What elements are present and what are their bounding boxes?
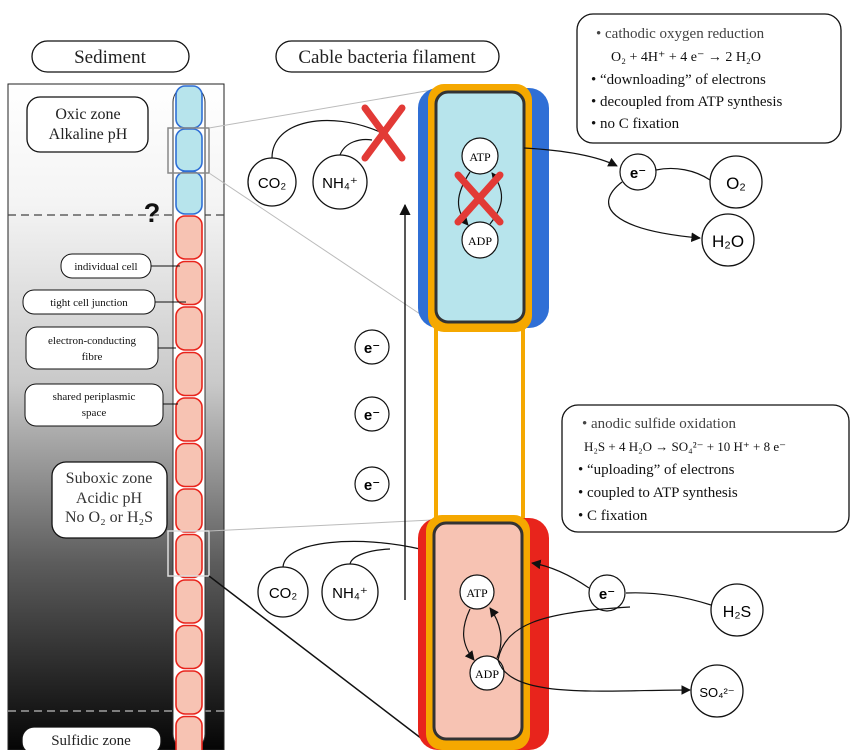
suboxic-filament-cell <box>175 624 203 670</box>
svg-text:Sulfidic zone: Sulfidic zone <box>51 733 131 749</box>
co2-molecule-bottom: CO₂ <box>257 566 309 618</box>
svg-text:Sediment: Sediment <box>74 47 146 68</box>
suboxic-filament-cell <box>175 397 203 442</box>
co2-molecule-top: CO₂ <box>247 157 297 207</box>
oxic-zone-label: Oxic zone Alkaline pH <box>26 96 149 153</box>
atp-top: ATP <box>461 137 499 175</box>
svg-text:ADP: ADP <box>475 667 499 681</box>
filament-header: Cable bacteria filament <box>275 40 500 73</box>
label-shared-periplasmic-space: shared periplasmic space <box>24 383 164 427</box>
suboxic-filament-cell <box>175 670 203 715</box>
svg-text:fibre: fibre <box>82 351 103 363</box>
nh4-molecule-bottom: NH₄⁺ <box>321 563 379 621</box>
svg-text:• cathodic oxygen reduction: • cathodic oxygen reduction <box>596 26 765 42</box>
nh4-molecule-top: NH₄⁺ <box>312 154 368 210</box>
suboxic-cell-zoom <box>418 515 549 750</box>
conductor-link <box>434 313 525 527</box>
blocked-atp-cross <box>454 171 504 226</box>
svg-text:space: space <box>82 407 107 419</box>
svg-text:H₂O: H₂O <box>712 232 744 251</box>
atp-bottom: ATP <box>459 574 495 610</box>
svg-text:Oxic zone: Oxic zone <box>55 106 120 123</box>
svg-text:H₂S: H₂S <box>723 604 751 621</box>
svg-text:No O₂ or H₂S: No O₂ or H₂S <box>65 509 153 526</box>
so4-molecule: SO₄²⁻ <box>690 664 744 718</box>
electron-bottom: e⁻ <box>588 574 626 612</box>
svg-text:• C fixation: • C fixation <box>578 508 648 524</box>
svg-text:e⁻: e⁻ <box>364 340 380 357</box>
o2-molecule: O₂ <box>709 155 763 209</box>
electron-top: e⁻ <box>619 153 657 191</box>
svg-text:ATP: ATP <box>466 586 488 600</box>
svg-text:ATP: ATP <box>469 150 491 164</box>
cathodic-info-box: • cathodic oxygen reduction O₂ + 4H⁺ + 4… <box>576 13 842 144</box>
label-individual-cell: individual cell <box>60 253 152 279</box>
suboxic-filament-cell <box>175 351 203 397</box>
sediment-header: Sediment <box>31 40 190 73</box>
suboxic-filament-cell <box>175 215 203 260</box>
suboxic-filament-cell <box>175 306 203 351</box>
oxic-filament-cell <box>175 171 203 215</box>
svg-text:Alkaline pH: Alkaline pH <box>49 126 128 143</box>
zoom-box-oxic <box>167 127 210 174</box>
oxic-cell-zoom <box>418 84 549 332</box>
suboxic-filament-cell <box>175 260 203 306</box>
svg-text:H₂S + 4 H₂O → SO₄²⁻ + 10 H⁺ +: H₂S + 4 H₂O → SO₄²⁻ + 10 H⁺ + 8 e⁻ <box>584 439 786 454</box>
svg-text:• coupled to ATP synthesis: • coupled to ATP synthesis <box>578 485 738 501</box>
svg-text:shared periplasmic: shared periplasmic <box>53 391 136 403</box>
zoom-box-suboxic <box>167 530 210 577</box>
svg-text:ADP: ADP <box>468 234 492 248</box>
svg-text:tight cell junction: tight cell junction <box>50 297 128 309</box>
oxic-filament-cell <box>175 85 203 129</box>
svg-text:Suboxic zone: Suboxic zone <box>66 470 153 487</box>
svg-text:• anodic sulfide oxidation: • anodic sulfide oxidation <box>582 416 736 432</box>
blocked-fixation-cross <box>361 104 406 162</box>
svg-text:CO₂: CO₂ <box>269 585 298 602</box>
svg-text:e⁻: e⁻ <box>630 165 646 182</box>
sediment-filament <box>172 85 206 750</box>
label-tight-cell-junction: tight cell junction <box>22 289 156 315</box>
h2s-molecule: H₂S <box>710 583 764 637</box>
suboxic-filament-cell <box>175 579 203 624</box>
label-electron-conducting-fibre: electron-conducting fibre <box>25 326 159 370</box>
adp-top: ADP <box>461 221 499 259</box>
adp-bottom: ADP <box>469 655 505 691</box>
oxic-filament-cell <box>175 128 203 172</box>
svg-text:NH₄⁺: NH₄⁺ <box>332 585 368 602</box>
anodic-info-box: • anodic sulfide oxidation H₂S + 4 H₂O →… <box>561 404 850 533</box>
suboxic-filament-cell <box>175 442 203 488</box>
svg-text:Cable bacteria filament: Cable bacteria filament <box>298 47 476 68</box>
svg-text:individual cell: individual cell <box>74 261 137 273</box>
electron-3: e⁻ <box>354 466 390 502</box>
svg-text:• no C fixation: • no C fixation <box>591 116 680 132</box>
question-mark: ? <box>144 198 161 228</box>
svg-text:e⁻: e⁻ <box>364 477 380 494</box>
svg-text:• “uploading” of electrons: • “uploading” of electrons <box>578 462 735 478</box>
svg-text:• “downloading” of electrons: • “downloading” of electrons <box>591 72 766 88</box>
suboxic-filament-cell <box>175 533 203 579</box>
suboxic-filament-cell <box>175 488 203 533</box>
suboxic-filament-cell <box>175 715 203 750</box>
suboxic-zone-label: Suboxic zone Acidic pH No O₂ or H₂S <box>51 461 168 539</box>
svg-text:• decoupled from ATP synthesis: • decoupled from ATP synthesis <box>591 94 783 110</box>
electron-1: e⁻ <box>354 329 390 365</box>
svg-text:e⁻: e⁻ <box>599 586 615 603</box>
h2o-molecule: H₂O <box>701 213 755 267</box>
svg-text:Acidic pH: Acidic pH <box>76 490 143 507</box>
svg-text:CO₂: CO₂ <box>258 175 287 192</box>
svg-text:O₂: O₂ <box>726 174 746 193</box>
svg-text:e⁻: e⁻ <box>364 407 380 424</box>
electron-2: e⁻ <box>354 396 390 432</box>
svg-text:electron-conducting: electron-conducting <box>48 335 136 347</box>
sulfidic-zone-label: Sulfidic zone <box>21 726 162 750</box>
svg-text:SO₄²⁻: SO₄²⁻ <box>699 685 734 700</box>
svg-text:NH₄⁺: NH₄⁺ <box>322 175 358 192</box>
svg-text:O₂ + 4H⁺ + 4 e⁻ → 2 H₂O: O₂ + 4H⁺ + 4 e⁻ → 2 H₂O <box>611 50 761 65</box>
